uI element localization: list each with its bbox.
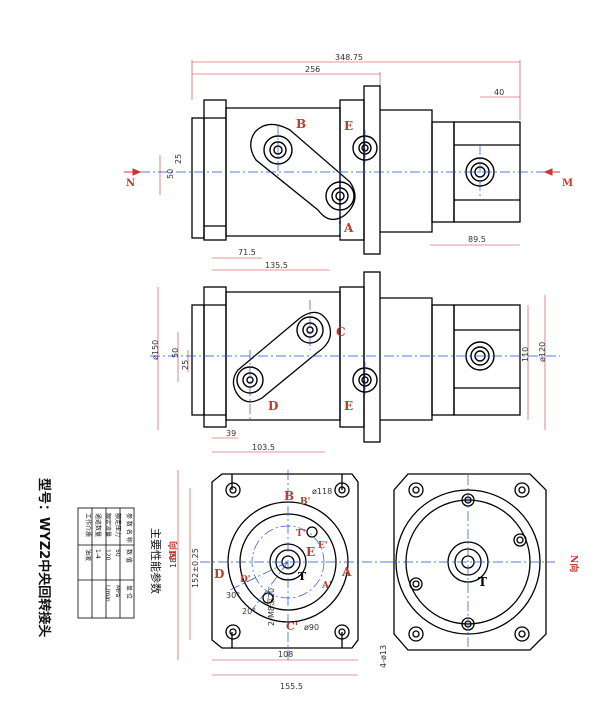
port-label-c-mid: C	[336, 325, 346, 339]
port-label-a-prime-bl: A'	[321, 581, 332, 591]
dim-bl-155-5: 155.5	[280, 682, 303, 691]
dim-top-25: 25	[174, 154, 183, 164]
dim-mid-150: ø150	[151, 340, 160, 360]
table-cell: 油液	[84, 549, 92, 561]
table-cell: 120	[104, 549, 111, 561]
params-table	[77, 507, 135, 619]
dim-bl-20: 20°	[242, 607, 256, 616]
port-label-e-bl: E	[306, 545, 315, 559]
port-label-d-bl: D	[214, 567, 224, 581]
port-label-b-prime-bl: B'	[300, 497, 310, 507]
table-cell: 额定压力	[114, 513, 122, 537]
dim-bl-152: 152±0.25	[191, 548, 200, 588]
table-cell: MPa	[114, 585, 121, 598]
dim-mid-103-5: 103.5	[252, 443, 275, 452]
table-header-cell: 参 数 名 称	[125, 513, 133, 543]
dim-mid-25: 25	[181, 360, 190, 370]
dim-mid-120: ø120	[538, 342, 547, 362]
port-label-b-bl: B	[284, 489, 294, 503]
port-label-d-prime-bl: D'	[240, 575, 251, 585]
dim-bl-118: ø118	[312, 487, 332, 496]
table-cell: 通道数量	[94, 513, 102, 537]
table-cell: 额定流量	[104, 513, 112, 537]
table-cell: 1-4	[94, 549, 101, 559]
table-header-cell: 单 位	[125, 585, 133, 599]
top-view: 348.75 256 40 25 50 71.5 135.5 89.5	[124, 53, 573, 271]
dim-top-40: 40	[494, 88, 504, 97]
dim-top-overall: 348.75	[335, 53, 363, 62]
dim-bl-108: 108	[278, 650, 293, 659]
port-label-a-top: A	[343, 221, 354, 235]
dim-top-71-5: 71.5	[238, 248, 256, 257]
view-arrow-n: N	[126, 178, 135, 189]
port-label-t-bl: T	[298, 570, 307, 583]
dim-mid-110: 110	[521, 347, 530, 362]
view-label-n: N向	[568, 555, 580, 572]
table-cell: 50	[114, 549, 121, 557]
bottom-right-view: T N向	[385, 473, 580, 651]
port-label-a-bl: A	[341, 565, 352, 579]
view-arrow-m: M	[562, 178, 573, 189]
port-label-e-top: E	[344, 119, 353, 133]
dim-mid-50: 50	[171, 348, 180, 358]
dim-bl-183: 183	[169, 553, 178, 568]
dim-top-50: 50	[166, 169, 175, 179]
title-block: 型号：WYZ2中央回转接头 主要性能参数 参 数 名 称数 值单 位 额定压力 50…	[36, 478, 163, 637]
port-label-d-mid: D	[268, 399, 278, 413]
dim-bl-90: ø90	[304, 623, 319, 632]
port-label-c-prime-bl: C'	[286, 620, 298, 633]
dim-top-89-5: 89.5	[468, 235, 486, 244]
port-label-t-br: T	[478, 575, 487, 589]
drawing-title: 型号：WYZ2中央回转接头	[36, 478, 52, 637]
view-label-m: M向	[167, 541, 179, 560]
table-cell: 工作介质	[84, 513, 92, 537]
dim-top-256: 256	[305, 65, 320, 74]
params-title: 主要性能参数	[149, 528, 163, 594]
bottom-left-view: 183 152±0.25 ø118 ø90 108 155.5 4-ø13 2-…	[167, 470, 388, 691]
port-label-t-prime-bl: T'	[296, 529, 305, 539]
table-header-cell: 数 值	[125, 549, 133, 563]
port-label-b-top: B	[296, 117, 306, 131]
dim-mid-39: 39	[226, 429, 236, 438]
port-label-e-mid: E	[344, 399, 353, 413]
dim-bl-30: 30°	[226, 591, 240, 600]
middle-view: ø150 50 25 39 103.5 110 ø120	[150, 271, 560, 453]
dim-bl-4-13: 4-ø13	[379, 645, 388, 668]
port-label-e-prime-bl: E'	[318, 541, 328, 551]
table-cell: L/min	[104, 585, 111, 602]
dim-top-135-5: 135.5	[265, 261, 288, 270]
